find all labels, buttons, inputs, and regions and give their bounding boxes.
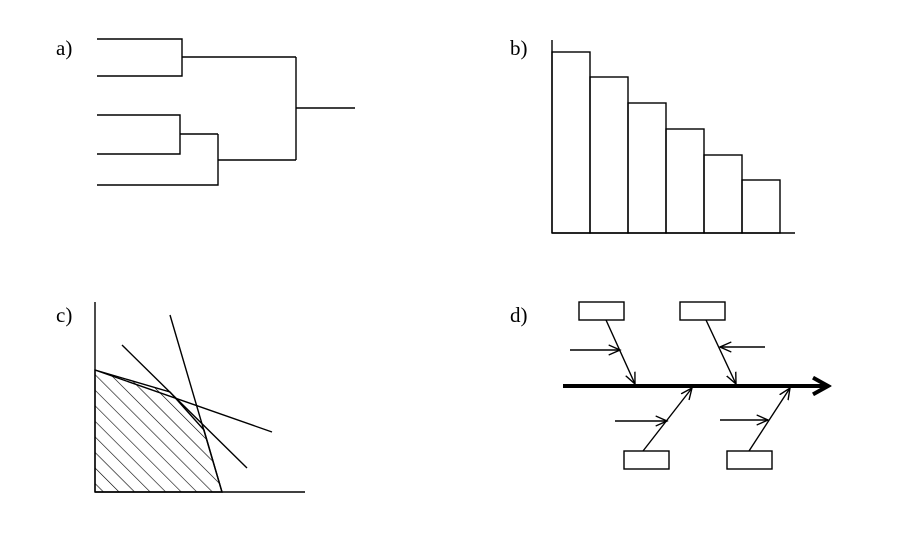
cause-bone: [705, 319, 736, 384]
constraint-line: [121, 344, 248, 469]
tree-bracket-top: [97, 38, 183, 77]
pareto-bar: [741, 179, 781, 234]
tree-bracket-inner: [97, 114, 181, 155]
constraint-line: [169, 314, 223, 493]
pareto-bar: [703, 154, 743, 234]
cause-box: [623, 450, 670, 470]
cause-bone: [748, 388, 790, 452]
cause-bone: [642, 388, 692, 452]
panel-d-label: d): [510, 303, 528, 327]
fishbone-diagram: [563, 301, 828, 470]
panel-d: d): [510, 301, 828, 470]
panel-c-label: c): [56, 303, 72, 327]
panel-c: c): [56, 302, 305, 493]
cause-box: [726, 450, 773, 470]
panel-b: b): [510, 36, 795, 234]
feasible-region-plot: [94, 302, 305, 493]
feasible-region: [94, 369, 223, 493]
pareto-chart: [551, 40, 795, 234]
panel-a: a): [56, 36, 355, 186]
pareto-bar: [627, 102, 667, 234]
pareto-bar: [551, 51, 591, 234]
constraint-line: [94, 369, 273, 433]
cause-bone: [605, 319, 635, 384]
pareto-bar: [589, 76, 629, 234]
panel-a-label: a): [56, 36, 72, 60]
tree-diagram: [97, 38, 355, 186]
cause-box: [679, 301, 726, 321]
pareto-bar: [665, 128, 705, 234]
cause-box: [578, 301, 625, 321]
tree-bracket-lower: [97, 134, 219, 186]
panel-b-label: b): [510, 36, 528, 60]
